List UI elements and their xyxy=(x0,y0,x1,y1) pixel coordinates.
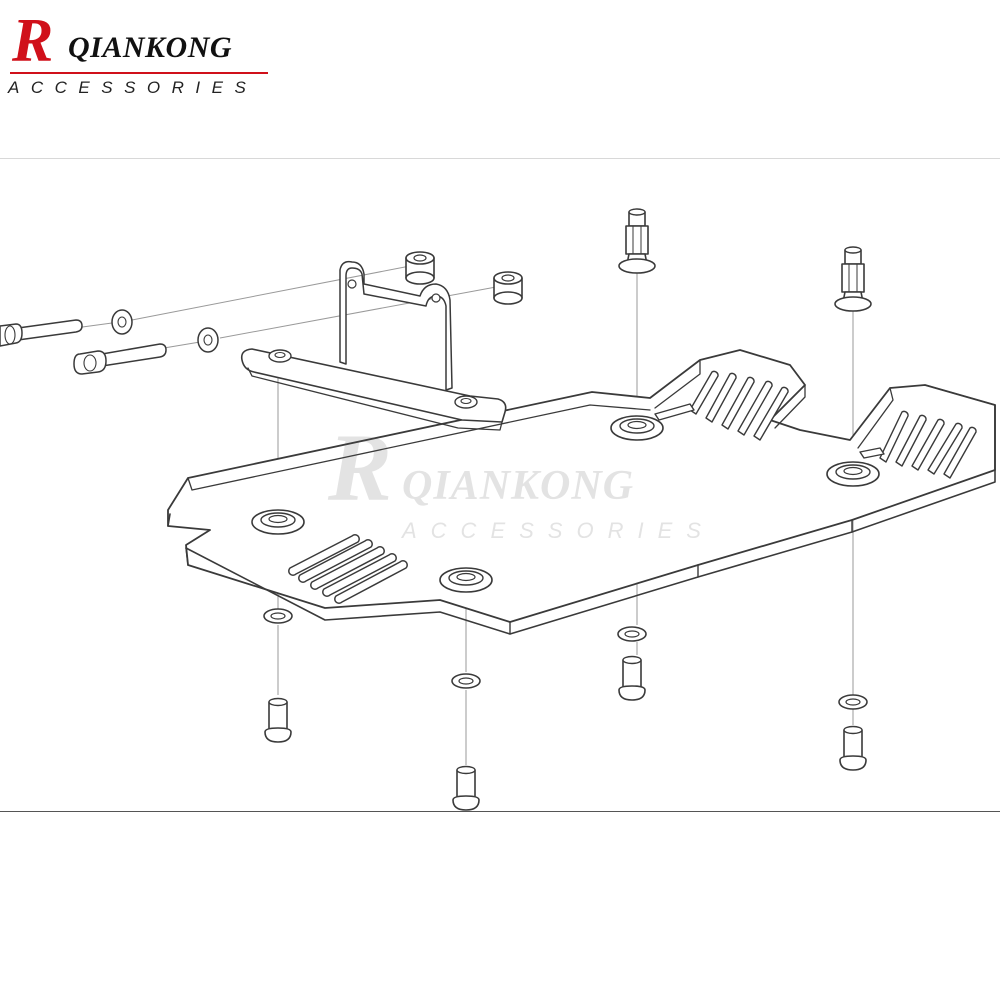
spacer-icon xyxy=(405,251,435,285)
brand-tagline: ACCESSORIES xyxy=(8,78,258,97)
threaded-standoff-icon-2 xyxy=(834,246,872,312)
mounting-arm-icon xyxy=(240,348,507,431)
rivet-pin-icon-2 xyxy=(452,765,480,811)
washer-icon xyxy=(111,309,133,335)
washer-icon-3 xyxy=(263,608,293,624)
skid-plate-slots-rear-right xyxy=(859,410,977,479)
brand-name: QIANKONG xyxy=(68,31,233,64)
washer-icon-5 xyxy=(617,626,647,642)
mounting-bracket-icon xyxy=(339,260,453,391)
threaded-standoff-icon xyxy=(618,208,656,274)
mounting-hole-4 xyxy=(826,461,880,487)
skid-plate-slots-front xyxy=(288,534,408,604)
skid-plate-slots-rear-left xyxy=(654,370,789,441)
mounting-hole-2 xyxy=(439,567,493,593)
brand-logo: R QIANKONG ACCESSORIES xyxy=(6,8,276,98)
rivet-pin-icon-3 xyxy=(618,655,646,701)
brand-initial: R xyxy=(12,7,54,75)
washer-icon-4 xyxy=(451,673,481,689)
skid-plate-icon xyxy=(167,349,996,635)
brand-rule xyxy=(10,72,268,74)
bolt-icon xyxy=(0,319,83,347)
rivet-pin-icon xyxy=(264,697,292,743)
washer-icon-6 xyxy=(838,694,868,710)
bolt-icon-2 xyxy=(73,343,167,375)
rivet-pin-icon-4 xyxy=(839,725,867,771)
mounting-hole-3 xyxy=(610,415,664,441)
diagram-frame xyxy=(0,158,1000,812)
washer-icon-2 xyxy=(197,327,219,353)
spacer-icon-2 xyxy=(493,271,523,305)
mounting-hole-1 xyxy=(251,509,305,535)
